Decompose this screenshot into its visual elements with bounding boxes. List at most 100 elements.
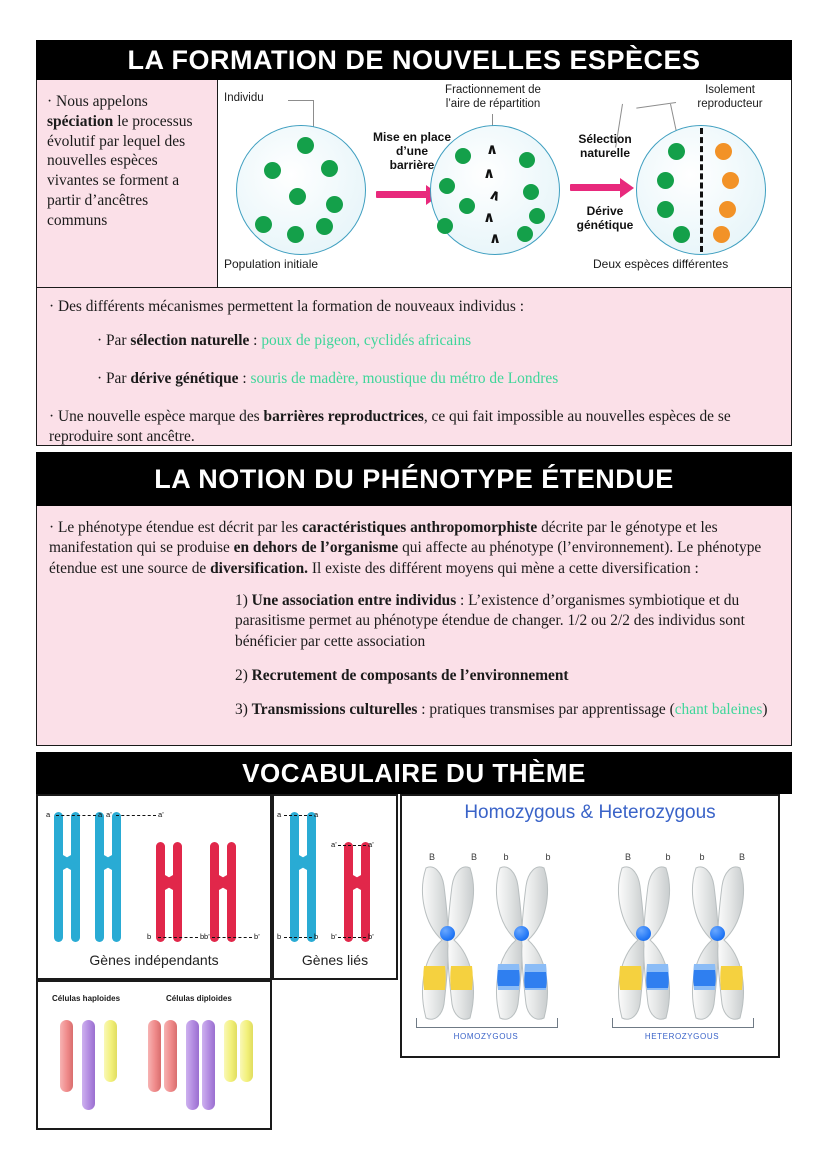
item1-num: 1) bbox=[235, 591, 252, 609]
arrow2-label-bottom: Dérive génétique bbox=[562, 204, 648, 232]
figure-genes-lies: a a b b a’ a’ b’ b’ Gènes liés bbox=[272, 794, 398, 980]
individual-dot bbox=[657, 201, 674, 218]
intro-g: Il existe des différent moyens qui mène … bbox=[308, 559, 699, 577]
item1-term: Une association entre individus bbox=[251, 591, 457, 609]
intro-bold-3: diversification. bbox=[210, 559, 308, 577]
allele-label-right-4: B bbox=[738, 852, 745, 862]
item3-term: Transmissions culturelles bbox=[251, 701, 418, 719]
barriers-prefix: · Une nouvelle espèce marque des bbox=[49, 408, 264, 426]
label-deux-especes: Deux espèces différentes bbox=[593, 257, 729, 271]
centromere bbox=[440, 926, 455, 941]
phenotype-item-3: 3) Transmissions culturelles : pratiques… bbox=[235, 700, 775, 720]
figure-homozygous-heterozygous: Homozygous & Heterozygous B B b b bbox=[400, 794, 780, 1058]
bullet1-sep: : bbox=[249, 332, 262, 350]
item3-close: ) bbox=[762, 701, 768, 719]
chromosome-rod-purple bbox=[186, 1020, 199, 1110]
individual-dot bbox=[722, 172, 739, 189]
individual-dot bbox=[297, 137, 314, 154]
arrow2-line1: Sélection bbox=[578, 132, 632, 146]
intro-bold-1: caractéristiques anthropomorphiste bbox=[301, 519, 538, 536]
label-celulas-haploides: Células haploides bbox=[52, 994, 121, 1003]
chromosome-mixed-pair-1 bbox=[618, 866, 670, 1020]
caption-genes-lies: Gènes liés bbox=[301, 952, 369, 968]
arrow2-label-top: Sélection naturelle bbox=[562, 132, 648, 160]
allele-label-left-3: b bbox=[503, 852, 509, 862]
barriers-term: barrières reproductrices bbox=[263, 408, 424, 426]
figure-celulas: Células haploides Células diploides bbox=[36, 980, 272, 1130]
section-title-vocabulaire: VOCABULAIRE DU THÈME bbox=[36, 752, 792, 794]
individual-dot bbox=[673, 226, 690, 243]
chromosome-rod-purple bbox=[202, 1020, 215, 1110]
mechanisms-intro: · Des différents mécanismes permettent l… bbox=[49, 298, 524, 315]
arrow1-label: Mise en place d’une barrière bbox=[366, 130, 458, 172]
allele-line-b bbox=[158, 937, 198, 938]
leader-individu-v bbox=[313, 100, 315, 140]
allele-label: b’ bbox=[331, 932, 337, 941]
barriers-paragraph: · Une nouvelle espèce marque des barrièr… bbox=[49, 407, 777, 447]
item2-num: 2) bbox=[235, 666, 252, 684]
arrow1-line2: d’une bbox=[396, 144, 428, 159]
individual-dot bbox=[715, 143, 732, 160]
item1-rest: : L’existence d’organismes symbiotique e… bbox=[235, 591, 745, 650]
allele-label: a bbox=[314, 810, 319, 819]
allele-label-left-1: B bbox=[428, 852, 435, 862]
allele-line-b bbox=[284, 937, 312, 938]
allele-label: b’ bbox=[368, 932, 374, 941]
barriers-rest: , ce qui fait impossible au nouvelles es… bbox=[49, 408, 731, 446]
allele-label-right-1: B bbox=[624, 852, 631, 862]
bullet2-prefix: · Par bbox=[97, 370, 131, 388]
bullet-selection-naturelle: · Par sélection naturelle : poux de pige… bbox=[97, 331, 777, 351]
allele-label: b’ bbox=[204, 932, 210, 941]
allele-line-a bbox=[56, 815, 96, 816]
individual-dot bbox=[455, 148, 471, 164]
bracket-homozygous bbox=[416, 1018, 558, 1028]
allele-label: b’ bbox=[254, 932, 260, 941]
phenotype-body-text: · Le phénotype étendue est décrit par le… bbox=[36, 506, 792, 746]
label-fractionnement-2: l’aire de répartition bbox=[445, 98, 541, 110]
bullet1-term: sélection naturelle bbox=[130, 332, 250, 350]
homozygous-figure-title: Homozygous & Heterozygous bbox=[464, 802, 716, 823]
chromosome-rod-red bbox=[60, 1020, 73, 1092]
speciation-diagram: Individu Fractionnement de l’aire de rép… bbox=[218, 80, 791, 287]
arrow2-line4: génétique bbox=[576, 218, 634, 233]
population-circle-fragmented: ∧ ∧ ∧ ∧ ∧ bbox=[430, 125, 560, 255]
chromosome-rod-purple bbox=[82, 1020, 95, 1110]
formation-body-text: · Des différents mécanismes permettent l… bbox=[36, 288, 792, 446]
individual-dot bbox=[255, 216, 272, 233]
label-fractionnement-1: Fractionnement de bbox=[445, 84, 541, 96]
bullet1-prefix: · Par bbox=[97, 332, 131, 350]
individual-dot bbox=[287, 226, 304, 243]
arrow2-line2: naturelle bbox=[579, 146, 630, 161]
section-title-phenotype: LA NOTION DU PHÉNOTYPE ÉTENDUE bbox=[36, 452, 792, 506]
chromosome-rod-yellow bbox=[104, 1020, 117, 1082]
note-rest: le processus évolutif par lequel des nou… bbox=[47, 112, 193, 229]
label-celulas-diploides: Células diploides bbox=[166, 994, 232, 1003]
allele-line-b-prime bbox=[338, 937, 366, 938]
chromosome-rod-red bbox=[164, 1020, 177, 1092]
arrow-selection-derive bbox=[570, 178, 642, 198]
individual-dot bbox=[519, 152, 535, 168]
chromosome-blue-pair bbox=[496, 866, 548, 1020]
phenotype-item-2: 2) Recrutement de composants de l’enviro… bbox=[235, 666, 775, 686]
item3-mid: : pratiques transmises par apprentissage… bbox=[417, 701, 675, 719]
allele-label: a’ bbox=[331, 840, 337, 849]
population-circle-two-species bbox=[636, 125, 766, 255]
caption-heterozygous: HETEROZYGOUS bbox=[644, 1032, 720, 1041]
allele-label: b bbox=[147, 932, 152, 941]
barrier-chevron: ∧ bbox=[489, 229, 502, 247]
allele-label: a bbox=[277, 810, 282, 819]
intro-a: · Le phénotype étendue est décrit par le… bbox=[49, 519, 302, 536]
caption-genes-independants: Gènes indépendants bbox=[89, 952, 219, 968]
individual-dot bbox=[657, 172, 674, 189]
leader-fractionnement bbox=[492, 114, 494, 134]
individual-dot bbox=[459, 198, 475, 214]
allele-label: a’ bbox=[158, 810, 164, 819]
label-individu: Individu bbox=[224, 92, 264, 104]
individual-dot bbox=[713, 226, 730, 243]
individual-dot bbox=[529, 208, 545, 224]
individual-dot bbox=[289, 188, 306, 205]
allele-label: a’ bbox=[368, 840, 374, 849]
bullet-derive-genetique: · Par dérive génétique : souris de madèr… bbox=[97, 369, 777, 389]
individual-dot bbox=[517, 226, 533, 242]
